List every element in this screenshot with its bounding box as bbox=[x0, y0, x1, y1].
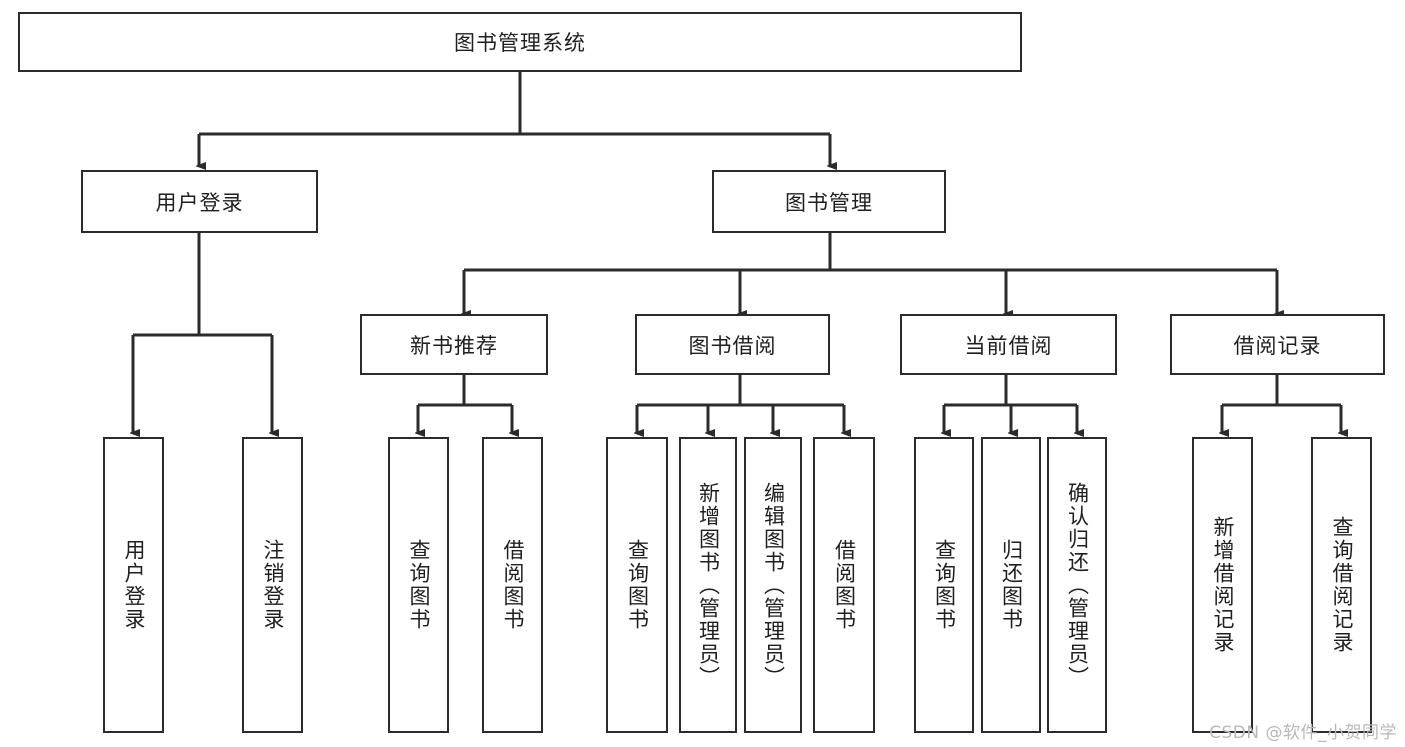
node-book-borrowing[interactable]: 图书借阅 bbox=[635, 314, 830, 375]
node-label: 注销登录 bbox=[260, 539, 285, 631]
leaf-add-borrow-record[interactable]: 新增借阅记录 bbox=[1192, 437, 1253, 733]
leaf-borrow-book-borrow[interactable]: 借阅图书 bbox=[813, 437, 875, 733]
node-label: 查询图书 bbox=[932, 539, 957, 631]
node-label: 借阅图书 bbox=[832, 539, 857, 631]
leaf-confirm-return-admin[interactable]: 确认归还（管理员） bbox=[1047, 437, 1107, 733]
node-label: 用户登录 bbox=[121, 539, 146, 631]
leaf-add-book-admin[interactable]: 新增图书（管理员） bbox=[679, 437, 737, 733]
node-label: 借阅图书 bbox=[500, 539, 525, 631]
node-new-book-recommendation[interactable]: 新书推荐 bbox=[360, 314, 548, 375]
node-label: 图书管理 bbox=[785, 190, 873, 215]
node-borrowing-record[interactable]: 借阅记录 bbox=[1170, 314, 1385, 375]
leaf-return-book[interactable]: 归还图书 bbox=[981, 437, 1041, 733]
node-label: 新增图书（管理员） bbox=[696, 481, 721, 689]
leaf-query-book-borrow[interactable]: 查询图书 bbox=[606, 437, 668, 733]
leaf-query-book-current[interactable]: 查询图书 bbox=[914, 437, 974, 733]
leaf-user-logout[interactable]: 注销登录 bbox=[242, 437, 303, 733]
node-current-borrowing[interactable]: 当前借阅 bbox=[900, 314, 1117, 375]
node-book-management[interactable]: 图书管理 bbox=[712, 170, 946, 233]
node-user-login[interactable]: 用户登录 bbox=[81, 170, 318, 233]
node-label: 查询图书 bbox=[406, 539, 431, 631]
node-label: 图书借阅 bbox=[688, 333, 777, 358]
leaf-borrow-book-new-rec[interactable]: 借阅图书 bbox=[482, 437, 543, 733]
node-label: 图书管理系统 bbox=[454, 31, 586, 55]
node-label: 新书推荐 bbox=[410, 333, 498, 358]
node-root-book-management-system[interactable]: 图书管理系统 bbox=[18, 12, 1022, 72]
node-label: 归还图书 bbox=[999, 539, 1024, 631]
node-label: 用户登录 bbox=[155, 190, 244, 215]
node-label: 当前借阅 bbox=[964, 333, 1053, 358]
leaf-query-book-new-rec[interactable]: 查询图书 bbox=[388, 437, 449, 733]
leaf-user-login[interactable]: 用户登录 bbox=[103, 437, 164, 733]
node-label: 新增借阅记录 bbox=[1210, 516, 1235, 654]
node-label: 确认归还（管理员） bbox=[1065, 481, 1090, 689]
node-label: 查询借阅记录 bbox=[1329, 516, 1354, 654]
leaf-query-borrow-record[interactable]: 查询借阅记录 bbox=[1311, 437, 1372, 733]
node-label: 编辑图书（管理员） bbox=[761, 481, 786, 689]
node-label: 借阅记录 bbox=[1233, 333, 1322, 358]
leaf-edit-book-admin[interactable]: 编辑图书（管理员） bbox=[744, 437, 802, 733]
node-label: 查询图书 bbox=[625, 539, 650, 631]
